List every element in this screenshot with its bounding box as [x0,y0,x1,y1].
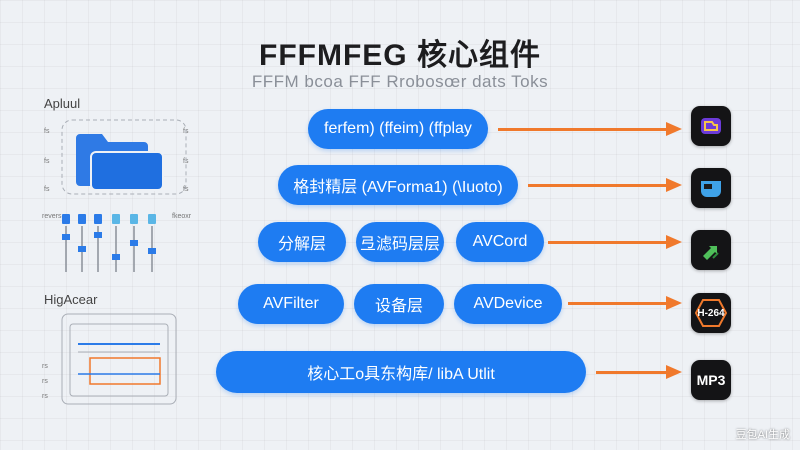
layers-sketch [61,313,177,405]
row3-arrow [548,235,682,249]
folder-sketch [61,119,187,195]
row5-arrow [596,365,682,379]
avfilter-pill: AVFilter [238,284,344,324]
mp3-icon: MP3 [691,360,731,400]
device-layer-pill: 设备层 [354,284,444,324]
libavutil-pill: 核心工o具东构库/ libA Utlit [216,351,586,393]
format-layer-pill: 格封精层 (AVForma1) (\Iuoto) [278,165,518,205]
page-subtitle: FFFM bcoa FFF Rrobosœr dats Toks [251,72,549,91]
side-label-mid: HigAcear [44,292,98,307]
side-mark: fs [183,186,189,193]
side-mark: rs [42,378,48,385]
side-mark: fkeoxr [172,213,192,220]
h264-label: H-264 [697,307,725,319]
side-label-top: Apluul [44,96,81,111]
side-mark: fs [183,158,189,165]
demux-layer-pill: 分解层 [258,222,346,262]
side-mark: rs [42,363,48,370]
green-arrows-icon [691,230,731,270]
row4-arrow [568,296,682,310]
avcodec-pill: AVCord [456,222,544,262]
mixer-sketch [62,214,156,272]
side-mark: fs [44,158,50,165]
side-mark: revers [42,213,62,220]
side-mark: rs [42,393,48,400]
avdevice-pill: AVDevice [454,284,562,324]
ffmpeg-tools-pill: ferfem) (ffeim) (ffplay [308,109,488,149]
side-mark: fs [44,128,50,135]
codec-layer-pill: 弖滤码层层 [356,222,444,262]
page-title: FFFMFEG 核心组件 [259,39,541,72]
row1-arrow [498,122,682,136]
video-player-icon [691,106,731,146]
side-mark: fs [44,186,50,193]
mp3-label: MP3 [696,372,726,388]
h264-icon: H-264 [691,293,731,333]
media-app-icon [691,168,731,208]
row2-arrow [528,178,682,192]
watermark: 豆包AI生成 [735,429,790,441]
